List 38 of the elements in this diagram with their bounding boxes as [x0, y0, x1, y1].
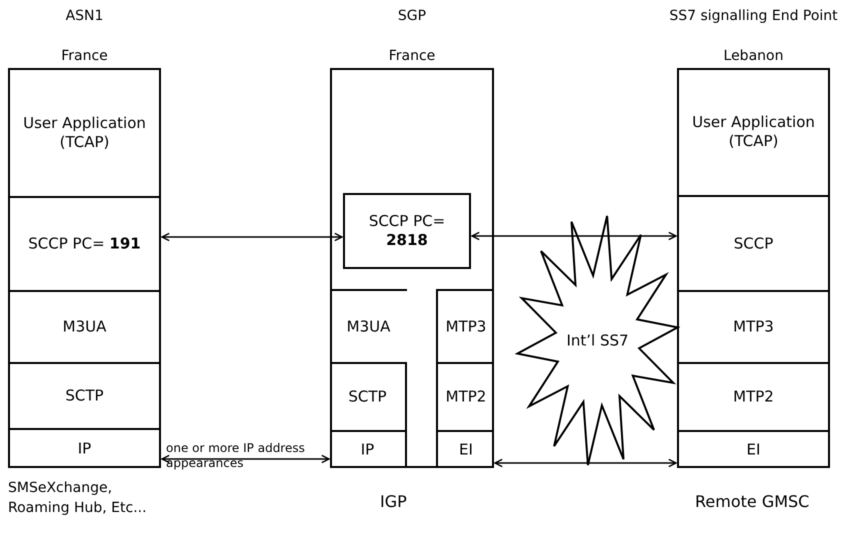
network-label: Int’l SS7	[565, 331, 630, 350]
layer-label: EI	[746, 440, 762, 460]
layer-label: SCTP	[64, 386, 105, 406]
layer-label: SCCP PC= 191	[27, 234, 142, 254]
node-caption: SMSeXchange, Roaming Hub, Etc...	[8, 479, 148, 518]
layer-label: SCCP PC= 2818	[368, 212, 446, 250]
layer-label: SCTP	[347, 388, 388, 406]
layer-label: MTP3	[444, 317, 488, 336]
layer-label: IP	[360, 440, 376, 460]
stack-title: SS7 signalling End Point	[668, 8, 839, 24]
node-caption: Remote GMSC	[695, 492, 810, 512]
protocol-layer	[343, 193, 471, 269]
double-arrow	[494, 458, 677, 468]
stack-title: SGP	[396, 8, 428, 24]
double-arrow	[161, 232, 343, 242]
layer-label: M3UA	[346, 317, 392, 336]
double-arrow	[471, 232, 677, 240]
layer-label: MTP2	[732, 388, 775, 406]
protocol-layer	[436, 362, 494, 430]
layer-label: EI	[458, 440, 474, 460]
country-label: France	[388, 48, 436, 64]
protocol-layer	[330, 430, 407, 468]
layer-label: MTP3	[732, 318, 775, 336]
layer-label: SCCP	[732, 234, 774, 253]
layer-label: MTP2	[444, 388, 488, 406]
protocol-layer	[436, 289, 494, 362]
protocol-layer	[436, 430, 494, 468]
layer-label: M3UA	[62, 318, 108, 336]
stack-title: ASN1	[64, 8, 104, 24]
country-label: France	[60, 48, 109, 64]
double-arrow	[161, 454, 330, 464]
protocol-layer	[330, 362, 407, 430]
country-label: Lebanon	[722, 48, 784, 64]
layer-label: User Application (TCAP)	[22, 114, 147, 152]
node-caption: IGP	[380, 492, 408, 512]
edge-label: one or more IP address appearances	[166, 441, 306, 471]
layer-label: IP	[76, 440, 92, 458]
layer-label: User Application (TCAP)	[691, 113, 816, 151]
